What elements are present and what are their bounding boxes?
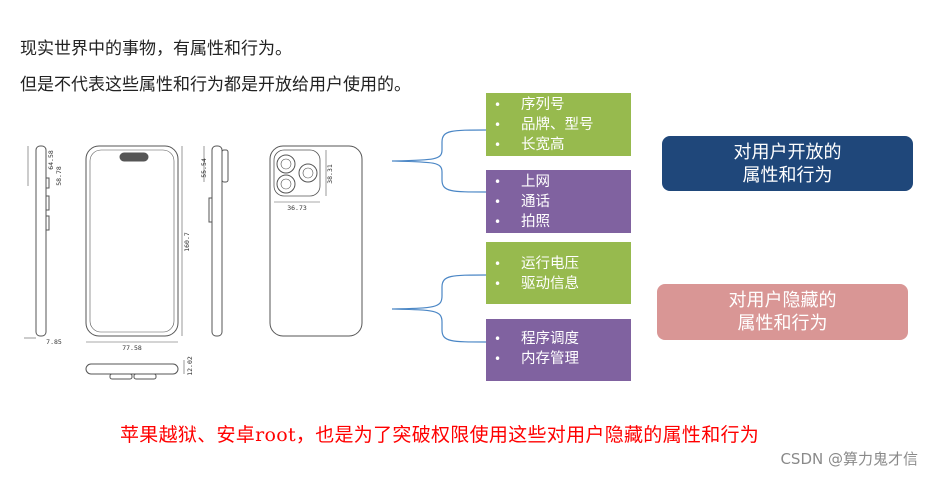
phone-bottom-view (85, 360, 185, 380)
dim-label: 7.85 (46, 338, 62, 346)
hidden-label-line-2: 属性和行为 (737, 313, 828, 334)
list-item: 长宽高 (494, 135, 631, 155)
intro-line-2: 但是不代表这些属性和行为都是开放给用户使用的。 (20, 75, 411, 95)
dim-label: 12.02 (186, 356, 194, 376)
list-item: 内存管理 (494, 349, 631, 369)
phone-blueprint-drawing: 64.58 58.78 55.54 160.7 38.31 36.73 77.5… (24, 145, 363, 380)
dim-label: 58.78 (55, 166, 63, 186)
dim-label: 36.73 (287, 204, 307, 212)
list-item: 品牌、型号 (494, 115, 631, 135)
phone-front-view (85, 145, 183, 343)
group-basic-properties: 序列号 品牌、型号 长宽高 (486, 93, 631, 156)
csdn-watermark: CSDN @算力鬼才信 (780, 450, 918, 468)
intro-line-1: 现实世界中的事物，有属性和行为。 (20, 39, 292, 59)
bracket-hidden (391, 274, 487, 343)
conclusion-text: 苹果越狱、安卓root，也是为了突破权限使用这些对用户隐藏的属性和行为 (120, 424, 760, 446)
list-item: 驱动信息 (494, 274, 631, 294)
group-basic-behaviors: 上网 通话 拍照 (486, 170, 631, 233)
list-item: 序列号 (494, 95, 631, 115)
list-item: 程序调度 (494, 329, 631, 349)
list-item: 运行电压 (494, 254, 631, 274)
list-item: 通话 (494, 192, 631, 212)
dim-label: 64.58 (47, 150, 55, 170)
phone-side-view-right (203, 145, 229, 337)
grouping-brackets (391, 129, 487, 343)
dim-label: 77.58 (122, 344, 142, 352)
phone-back-view (269, 145, 363, 337)
list-item: 上网 (494, 172, 631, 192)
phone-side-view-left (24, 145, 50, 339)
list-item: 拍照 (494, 212, 631, 232)
group-hidden-properties: 运行电压 驱动信息 (486, 242, 631, 304)
dim-label: 55.54 (200, 158, 208, 178)
group-hidden-behaviors: 程序调度 内存管理 (486, 319, 631, 381)
open-label-line-2: 属性和行为 (742, 164, 833, 186)
dim-label: 160.7 (183, 232, 191, 252)
hidden-label-line-1: 对用户隐藏的 (728, 290, 837, 311)
open-label-line-1: 对用户开放的 (733, 141, 842, 163)
bracket-open (391, 129, 487, 193)
hidden-from-user-label: 对用户隐藏的 属性和行为 (657, 284, 908, 340)
open-to-user-label: 对用户开放的 属性和行为 (662, 136, 913, 191)
dim-label: 38.31 (326, 164, 334, 184)
